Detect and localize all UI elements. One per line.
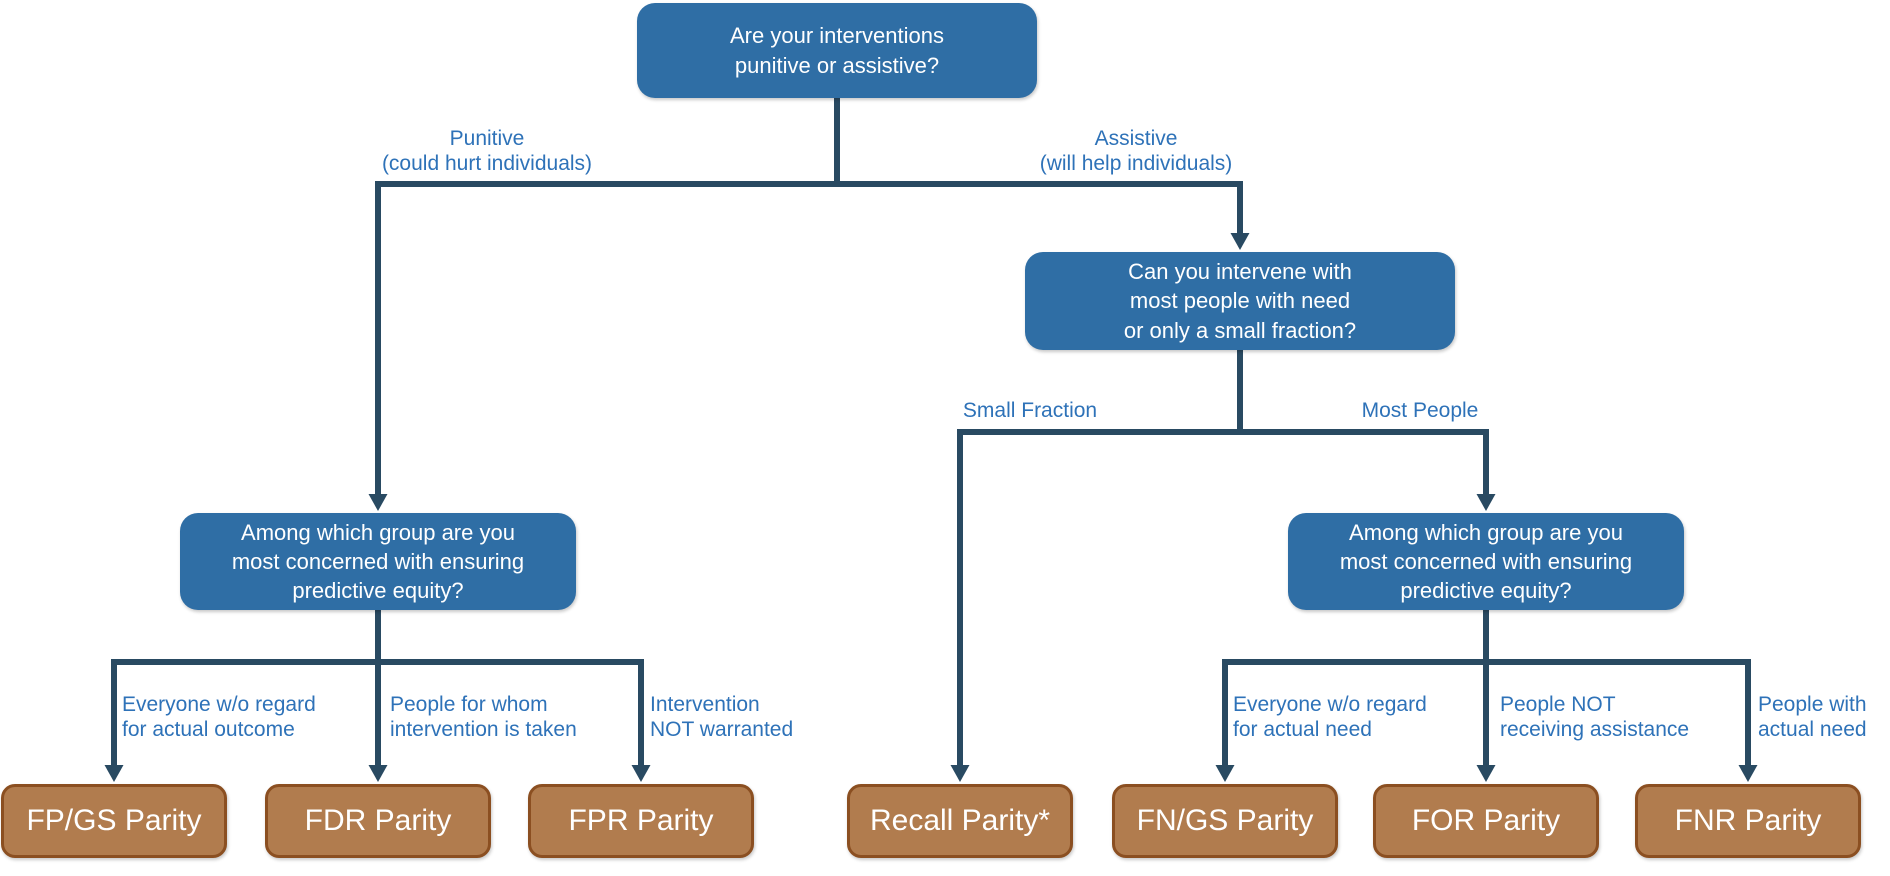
decision-node-root: Are your interventions punitive or assis… [637,3,1037,98]
edge-label-most-people: Most People [1361,399,1479,422]
decision-node-among-group-right: Among which group are you most concerned… [1288,513,1684,610]
edge-label-assistive: Assistive (will help individuals) [1039,127,1233,175]
arrowhead-among-left [368,494,388,511]
arrowhead-for [1476,765,1496,782]
leaf-for-parity: FOR Parity [1373,784,1599,858]
arrowhead-intervene [1230,233,1250,250]
edge-label-intervention-not-warranted: Intervention NOT warranted [650,693,794,741]
decision-node-intervene-scope: Can you intervene with most people with … [1025,252,1455,350]
arrowhead-fdr [368,765,388,782]
edge-label-small-fraction: Small Fraction [962,399,1098,422]
edge-label-everyone-outcome: Everyone w/o regard for actual outcome [122,693,316,741]
arrowhead-fngs [1215,765,1235,782]
edge-label-everyone-need: Everyone w/o regard for actual need [1233,693,1427,741]
leaf-recall-parity: Recall Parity* [847,784,1073,858]
leaf-fdr-parity: FDR Parity [265,784,491,858]
edge-label-people-for-whom: People for whom intervention is taken [390,693,577,741]
leaf-fpgs-parity: FP/GS Parity [1,784,227,858]
arrowhead-fpgs [104,765,124,782]
edge-label-people-not-receiving: People NOT receiving assistance [1500,693,1690,741]
decision-node-among-group-left: Among which group are you most concerned… [180,513,576,610]
arrowhead-fnr [1738,765,1758,782]
arrowhead-fpr [631,765,651,782]
arrowhead-recall [950,765,970,782]
leaf-fngs-parity: FN/GS Parity [1112,784,1338,858]
arrowhead-among-right [1476,494,1496,511]
leaf-fpr-parity: FPR Parity [528,784,754,858]
leaf-fnr-parity: FNR Parity [1635,784,1861,858]
edge-label-people-with-need: People with actual need [1758,693,1867,741]
edge-label-punitive: Punitive (could hurt individuals) [381,127,593,175]
